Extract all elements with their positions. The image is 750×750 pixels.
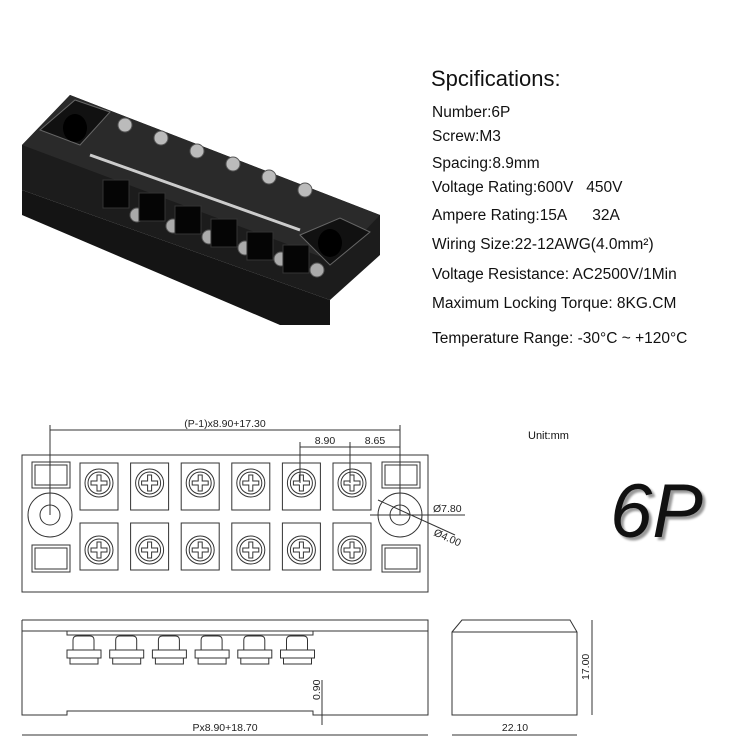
spec-item: Maximum Locking Torque: 8KG.CM xyxy=(432,295,677,312)
spec-item: Number:6P xyxy=(432,104,511,121)
dim-outer-diameter: Ø7.80 xyxy=(433,503,462,515)
terminal-cell xyxy=(79,462,119,511)
terminal-cell xyxy=(281,462,321,511)
terminal-cell xyxy=(79,522,119,571)
side-screw xyxy=(200,635,223,650)
spec-item: Voltage Resistance: AC2500V/1Min xyxy=(432,266,677,283)
photo-screw xyxy=(153,130,169,146)
terminal-cell xyxy=(180,522,220,571)
spec-item: Spacing:8.9mm xyxy=(432,155,540,172)
dim-width: 22.10 xyxy=(502,722,528,734)
terminal-cell xyxy=(180,462,220,511)
side-screw xyxy=(243,635,266,650)
photo-screw xyxy=(309,262,325,278)
photo-screw xyxy=(297,182,313,198)
screw-icon xyxy=(135,535,165,565)
unit-label: Unit:mm xyxy=(528,430,569,442)
side-screw xyxy=(286,635,308,650)
screw-icon xyxy=(185,535,215,565)
photo-screw xyxy=(261,169,277,185)
terminal-cell xyxy=(231,522,271,571)
dim-height: 17.00 xyxy=(580,654,592,680)
dim-pitch: 8.90 xyxy=(315,435,336,447)
terminal-cell xyxy=(231,462,271,511)
terminal-cell xyxy=(332,462,372,511)
screw-icon xyxy=(286,468,316,498)
screw-icon xyxy=(236,535,266,565)
dim-length: Px8.90+18.70 xyxy=(192,722,257,734)
photo-screw xyxy=(117,117,133,133)
terminal-cell xyxy=(281,522,321,571)
dim-hole-span: (P-1)x8.90+17.30 xyxy=(184,418,266,430)
screw-icon xyxy=(337,468,367,498)
model-label: 6P xyxy=(610,469,703,554)
end-view xyxy=(451,619,593,736)
dim-end-offset: 8.65 xyxy=(365,435,386,447)
photo-screw xyxy=(189,143,205,159)
screw-icon xyxy=(337,535,367,565)
spec-item: Ampere Rating:15A 32A xyxy=(432,207,620,224)
side-screw xyxy=(115,635,138,650)
screw-icon xyxy=(84,468,114,498)
spec-item: Screw:M3 xyxy=(432,128,501,145)
side-screw xyxy=(72,635,95,650)
spec-item: Temperature Range: -30°C ~ +120°C xyxy=(432,330,688,347)
terminal-cell xyxy=(130,522,170,571)
screw-icon xyxy=(236,468,266,498)
screw-icon xyxy=(84,535,114,565)
screw-icon xyxy=(185,468,215,498)
terminal-cell xyxy=(130,462,170,511)
top-view xyxy=(21,425,465,593)
spec-item: Voltage Rating:600V 450V xyxy=(432,179,623,196)
photo-screw xyxy=(225,156,241,172)
dim-foot-height: 0.90 xyxy=(311,679,323,700)
dim-hole-diameter: Ø4.00 xyxy=(432,527,463,550)
specifications-title: Spcifications: xyxy=(431,66,561,91)
side-view xyxy=(21,619,429,736)
product-photo xyxy=(22,95,380,325)
side-screw xyxy=(157,635,180,650)
screw-icon xyxy=(286,535,316,565)
terminal-cell xyxy=(332,522,372,571)
screw-icon xyxy=(135,468,165,498)
spec-item: Wiring Size:22-12AWG(4.0mm²) xyxy=(432,236,654,253)
